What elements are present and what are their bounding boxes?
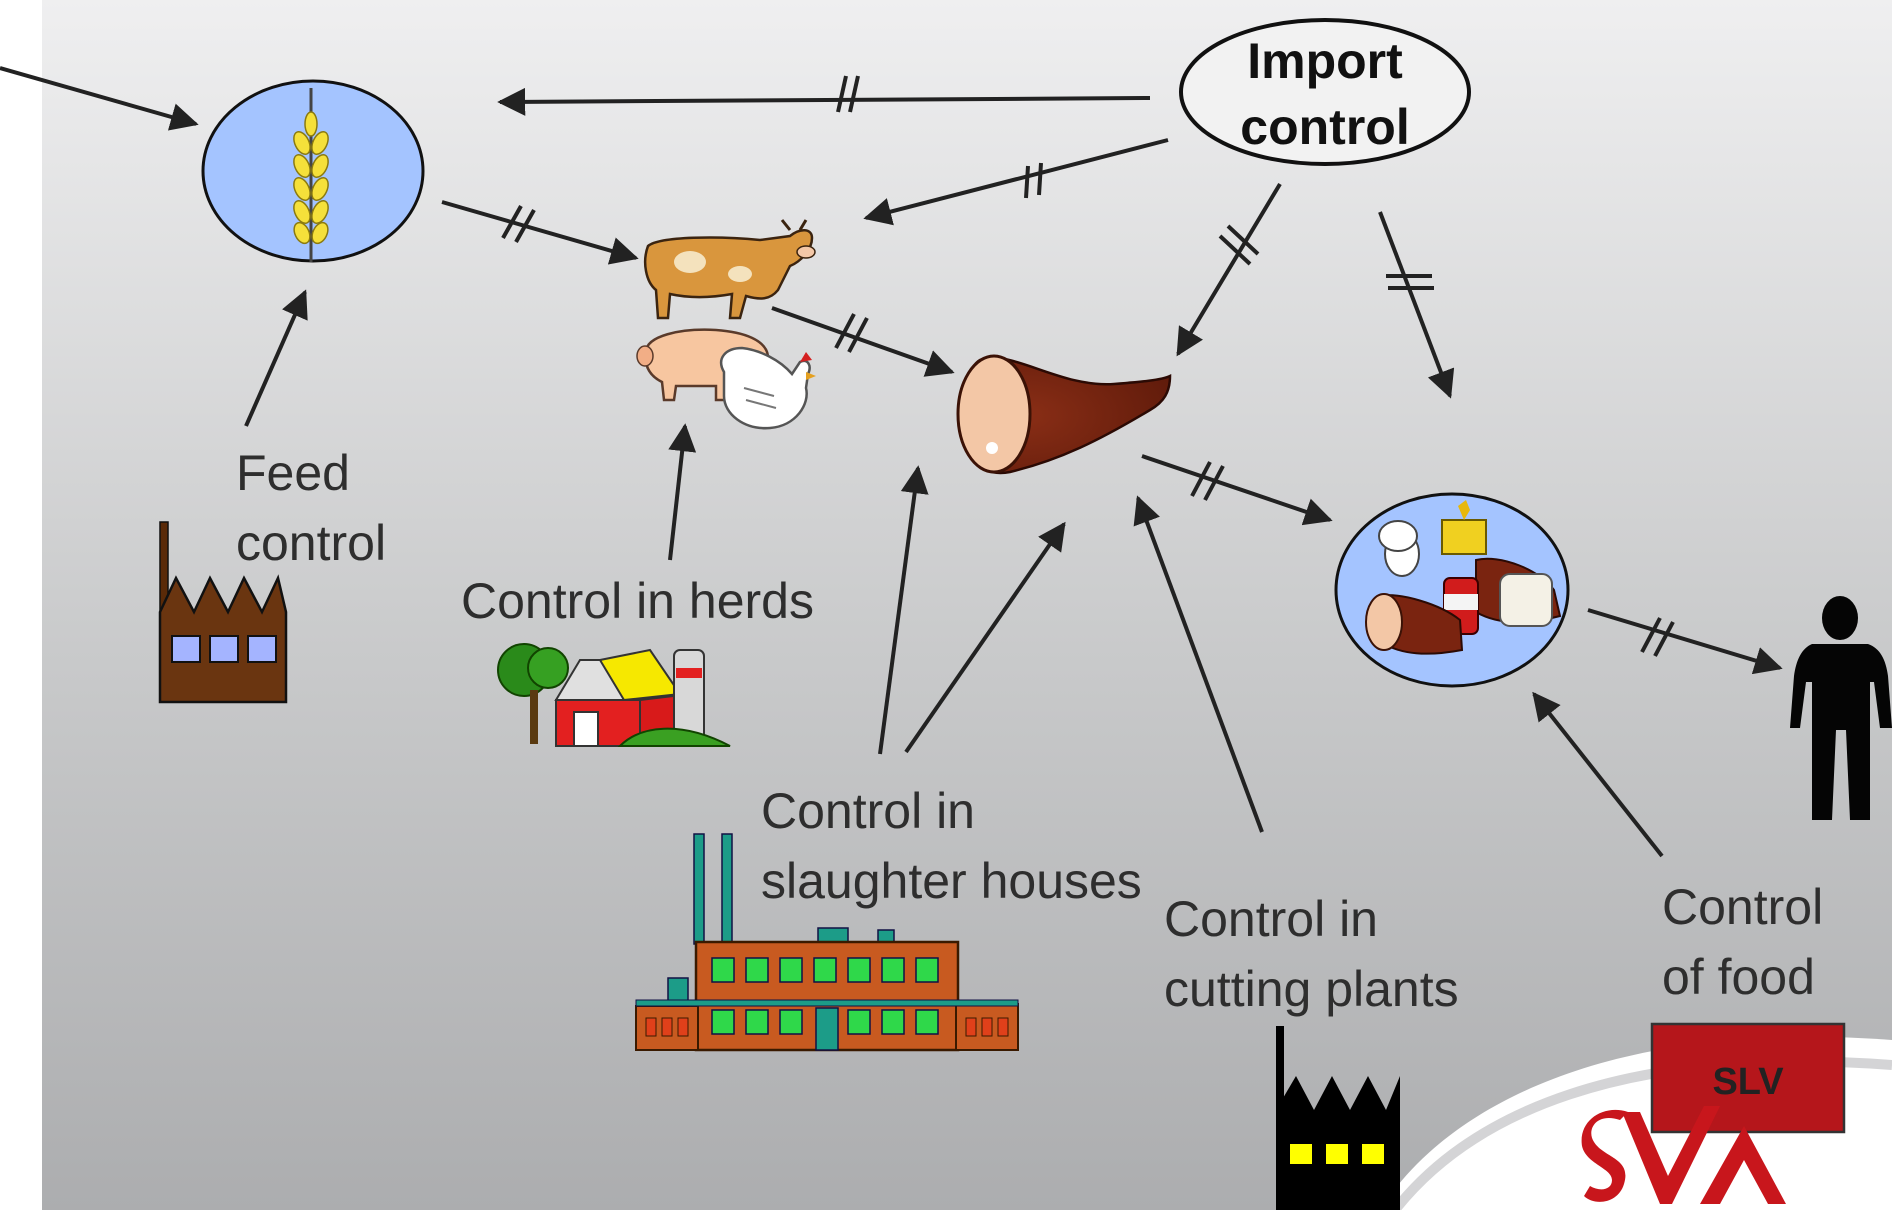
arrow-import-to-livestock <box>863 138 1169 226</box>
control-of-food-line1: Control <box>1662 879 1824 935</box>
arrow-slaughter-1 <box>878 465 929 755</box>
feed-control-line2: control <box>236 515 387 571</box>
cutting-plants-line2: cutting plants <box>1164 961 1459 1017</box>
food-products-icon <box>1334 492 1570 688</box>
arrow-herdcontrol <box>668 423 697 561</box>
cutting-plants-label: Control in cutting plants <box>1164 884 1459 1024</box>
feed-control-label: Feed control <box>236 438 386 578</box>
arrow-import-to-meat <box>1176 182 1282 357</box>
arrow-import-to-feed <box>497 87 1151 116</box>
farm-icon <box>497 643 731 747</box>
arrow-livestock-to-meat <box>771 306 955 377</box>
import-control-label: Import control <box>1195 28 1455 160</box>
arrow-slaughter-2 <box>904 521 1066 754</box>
barrier-marks <box>501 75 1675 657</box>
arrow-import-to-food <box>1378 211 1455 399</box>
wheat-icon <box>201 79 425 263</box>
livestock-icon <box>636 219 816 430</box>
import-control-node <box>1179 18 1471 166</box>
slaughter-houses-label: Control in slaughter houses <box>761 776 1142 916</box>
arrow-feedcontrol <box>244 289 308 427</box>
slaughter-houses-line1: Control in <box>761 783 975 839</box>
slaughter-houses-line2: slaughter houses <box>761 853 1142 909</box>
import-control-line2: control <box>1240 99 1410 155</box>
slaughterhouse-icon <box>635 833 1019 1052</box>
slv-logo-text: SLV <box>1712 1061 1784 1103</box>
arrow-meat-to-food <box>1141 454 1333 526</box>
arrow-foodcontrol <box>1532 691 1664 858</box>
control-in-herds-text: Control in herds <box>461 573 814 629</box>
meat-icon <box>956 354 1172 475</box>
control-of-food-line2: of food <box>1662 949 1815 1005</box>
feed-control-line1: Feed <box>236 445 350 501</box>
arrow-in-feed <box>0 66 199 131</box>
slv-logo: SLV <box>1650 1022 1846 1134</box>
feed-factory-icon <box>158 521 288 704</box>
cutting-plants-line1: Control in <box>1164 891 1378 947</box>
sva-logo <box>1581 1106 1786 1204</box>
cutting-plant-icon <box>1276 1026 1400 1210</box>
import-control-line1: Import <box>1247 33 1403 89</box>
arrow-feed-to-livestock <box>441 200 639 265</box>
control-of-food-label: Control of food <box>1662 872 1823 1012</box>
flow-arrows <box>0 66 1783 858</box>
person-icon <box>1790 596 1892 820</box>
arrow-food-to-person <box>1587 608 1783 675</box>
arrow-cutting <box>1133 495 1264 833</box>
control-in-herds-label: Control in herds <box>461 566 814 636</box>
